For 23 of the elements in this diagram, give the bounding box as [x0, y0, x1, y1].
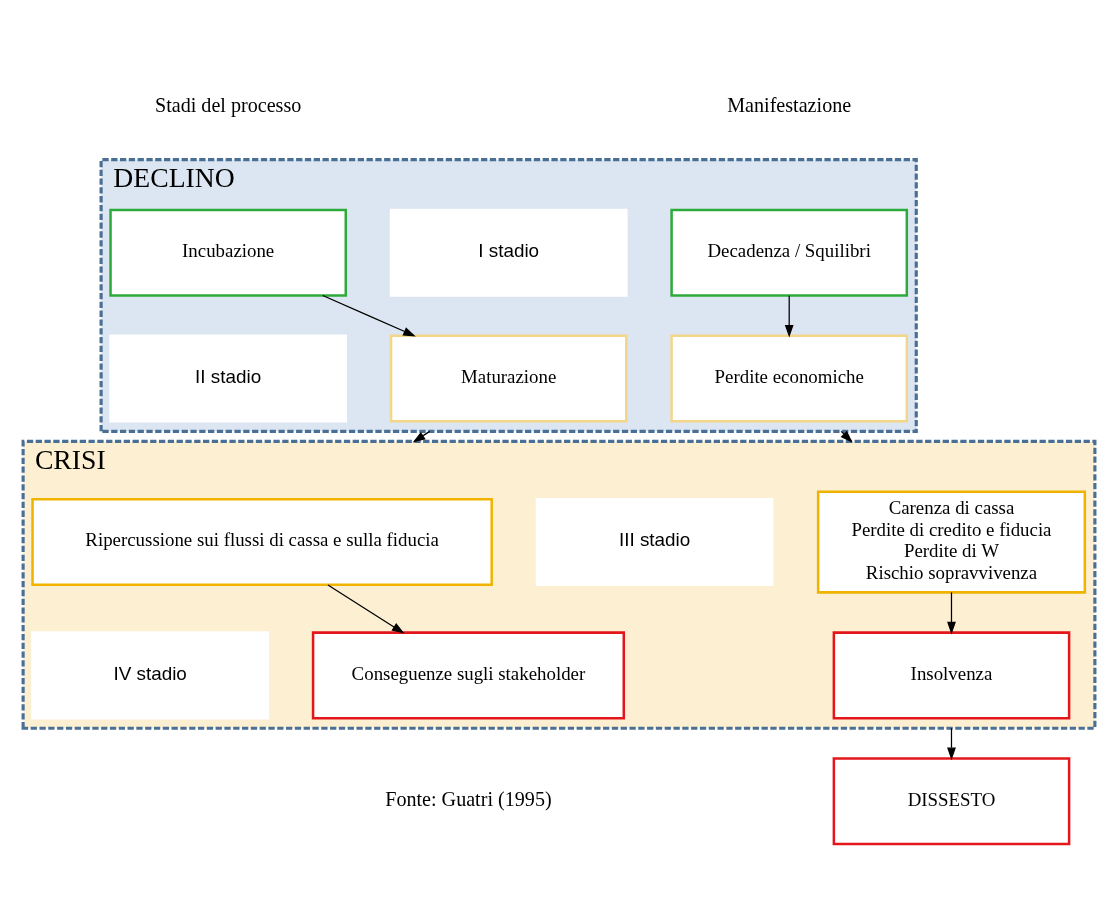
label: Stadi del processo: [154, 93, 302, 116]
arrow: [784, 295, 794, 338]
node-box: I stadio: [389, 208, 628, 297]
node-box: III stadio: [535, 498, 774, 587]
node-box: DISSESTO: [832, 757, 1071, 846]
node-box: Insolvenza: [832, 631, 1071, 720]
arrow: [947, 727, 956, 761]
arrow: [840, 430, 853, 443]
arrow: [322, 294, 416, 337]
node-box: Ripercussione sui flussi di cassa e sulla fiducia: [31, 498, 493, 587]
node-box: IV stadio: [31, 631, 270, 720]
arrow: [947, 591, 956, 635]
node-box: II stadio: [109, 334, 348, 423]
node-box: Decadenza / Squilibri: [670, 208, 909, 297]
node-box: Carenza di cassa Perdite di credito e fiducia Perdite di W Rischio sopravvivenza: [816, 490, 1087, 594]
node-box: Maturazione: [389, 334, 628, 423]
label: Manifestazione: [727, 93, 852, 116]
node-box: Conseguenze sugli stakeholder: [311, 631, 626, 720]
arrow: [327, 584, 405, 634]
node-box: Perdite economiche: [670, 334, 909, 423]
label: Fonte: Guatri (1995): [385, 787, 552, 810]
node-box: Incubazione: [109, 208, 348, 297]
arrow: [412, 430, 431, 443]
